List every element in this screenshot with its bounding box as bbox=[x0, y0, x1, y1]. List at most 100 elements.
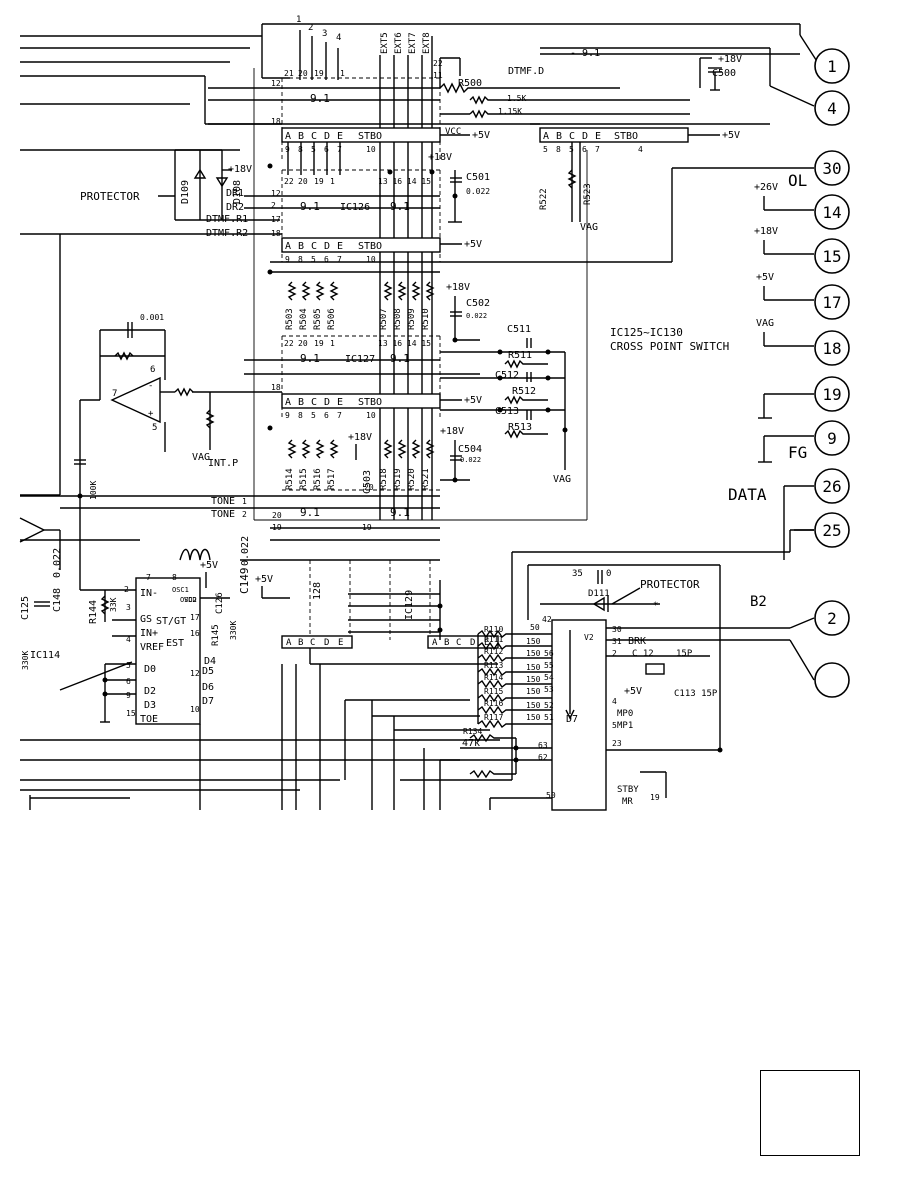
svg-text:62: 62 bbox=[538, 753, 548, 762]
svg-text:20: 20 bbox=[298, 177, 308, 186]
svg-text:19: 19 bbox=[314, 177, 324, 186]
svg-text:DR1: DR1 bbox=[226, 188, 244, 199]
svg-text:EST: EST bbox=[166, 638, 184, 649]
svg-text:DTMF.D: DTMF.D bbox=[508, 66, 544, 77]
svg-text:6: 6 bbox=[582, 145, 587, 154]
svg-text:C149: C149 bbox=[238, 568, 251, 595]
svg-text:20: 20 bbox=[298, 69, 308, 78]
svg-text:R516: R516 bbox=[313, 468, 323, 490]
svg-text:VAG: VAG bbox=[553, 474, 571, 485]
svg-text:C: C bbox=[311, 131, 317, 142]
svg-text:D0: D0 bbox=[144, 664, 156, 675]
connector-labels: OL +26V +18V +5V VAG FG DATA bbox=[728, 171, 807, 504]
svg-text:+: + bbox=[148, 409, 154, 419]
svg-text:10: 10 bbox=[366, 145, 376, 154]
svg-text:1: 1 bbox=[330, 339, 335, 348]
svg-text:6: 6 bbox=[324, 255, 329, 264]
svg-text:31: 31 bbox=[612, 637, 622, 646]
svg-text:R520: R520 bbox=[407, 468, 417, 490]
svg-text:A: A bbox=[543, 131, 549, 142]
svg-text:STBO: STBO bbox=[614, 131, 638, 142]
svg-text:330K: 330K bbox=[21, 651, 30, 670]
svg-text:9: 9 bbox=[285, 411, 290, 420]
svg-text:17: 17 bbox=[822, 293, 841, 312]
svg-text:TONE: TONE bbox=[211, 496, 235, 507]
svg-text:C500: C500 bbox=[712, 68, 736, 79]
svg-text:C: C bbox=[311, 397, 317, 408]
svg-text:10: 10 bbox=[366, 255, 376, 264]
svg-text:EXT8: EXT8 bbox=[422, 32, 432, 54]
svg-text:C513: C513 bbox=[495, 406, 519, 417]
svg-text:5: 5 bbox=[311, 411, 316, 420]
svg-text:0.022: 0.022 bbox=[240, 536, 251, 566]
svg-text:FG: FG bbox=[788, 443, 807, 462]
svg-text:D7: D7 bbox=[202, 696, 214, 707]
svg-text:17: 17 bbox=[190, 613, 200, 622]
svg-text:PROTECTOR: PROTECTOR bbox=[640, 578, 700, 591]
svg-text:ST/GT: ST/GT bbox=[156, 616, 186, 627]
svg-text:+18V: +18V bbox=[428, 152, 452, 163]
svg-text:1: 1 bbox=[296, 15, 301, 25]
connector-9: 9 bbox=[814, 420, 850, 456]
svg-text:18: 18 bbox=[822, 339, 841, 358]
svg-text:35: 35 bbox=[572, 569, 583, 579]
svg-text:D2: D2 bbox=[144, 686, 156, 697]
svg-text:18: 18 bbox=[271, 117, 281, 126]
svg-text:R506: R506 bbox=[327, 308, 337, 330]
tone-switch-row: TONE TONE 1 2 R514 R515 R516 R517 R518 R… bbox=[20, 426, 482, 541]
svg-text:R115: R115 bbox=[484, 687, 503, 696]
svg-text:R110: R110 bbox=[484, 625, 503, 634]
connector-lines bbox=[204, 47, 815, 781]
op-amp: 0.001 - + 7 6 5 VAG INT.P 100K bbox=[74, 313, 282, 590]
svg-text:7: 7 bbox=[595, 145, 600, 154]
connector-2: 2 bbox=[814, 600, 850, 636]
svg-text:OL: OL bbox=[788, 171, 807, 190]
svg-text:MP0: MP0 bbox=[617, 709, 633, 719]
svg-text:+18V: +18V bbox=[446, 282, 470, 293]
svg-text:7: 7 bbox=[337, 255, 342, 264]
svg-text:6: 6 bbox=[126, 677, 131, 686]
svg-text:R517: R517 bbox=[327, 468, 337, 490]
svg-text:D: D bbox=[324, 241, 330, 252]
svg-text:C: C bbox=[311, 241, 317, 252]
svg-text:STBY: STBY bbox=[617, 785, 639, 795]
svg-text:C148: C148 bbox=[52, 588, 63, 612]
svg-text:A: A bbox=[285, 397, 291, 408]
svg-text:150: 150 bbox=[526, 649, 541, 658]
svg-text:33K: 33K bbox=[109, 597, 118, 612]
svg-text:+18V: +18V bbox=[440, 426, 464, 437]
svg-text:5: 5 bbox=[311, 255, 316, 264]
svg-text:12: 12 bbox=[271, 79, 281, 88]
svg-text:16: 16 bbox=[190, 629, 200, 638]
svg-text:+5V: +5V bbox=[624, 686, 642, 697]
svg-text:30: 30 bbox=[612, 625, 622, 634]
svg-text:R515: R515 bbox=[299, 468, 309, 490]
svg-text:128: 128 bbox=[312, 582, 323, 600]
svg-text:15: 15 bbox=[126, 709, 136, 718]
svg-text:7: 7 bbox=[146, 573, 151, 582]
svg-text:R504: R504 bbox=[299, 308, 309, 330]
svg-text:STBO: STBO bbox=[358, 241, 382, 252]
svg-text:-: - bbox=[148, 381, 153, 391]
left-bus-lines bbox=[20, 35, 262, 496]
svg-text:23: 23 bbox=[612, 739, 622, 748]
svg-text:VDD: VDD bbox=[184, 596, 197, 604]
svg-text:C113 15P: C113 15P bbox=[674, 689, 718, 699]
svg-text:D108: D108 bbox=[232, 180, 243, 204]
svg-text:2: 2 bbox=[827, 609, 837, 628]
svg-text:C502: C502 bbox=[466, 298, 490, 309]
svg-text:8: 8 bbox=[556, 145, 561, 154]
svg-text:STBO: STBO bbox=[358, 397, 382, 408]
svg-text:5: 5 bbox=[543, 145, 548, 154]
svg-text:5: 5 bbox=[152, 423, 157, 433]
svg-text:C503: C503 bbox=[362, 470, 373, 494]
svg-text:6: 6 bbox=[150, 365, 155, 375]
svg-text:22: 22 bbox=[284, 177, 294, 186]
svg-text:R134: R134 bbox=[463, 727, 482, 736]
svg-text:C511: C511 bbox=[507, 324, 531, 335]
svg-text:A: A bbox=[286, 638, 292, 648]
svg-text:IC126: IC126 bbox=[340, 202, 370, 213]
svg-text:C: C bbox=[456, 638, 461, 648]
